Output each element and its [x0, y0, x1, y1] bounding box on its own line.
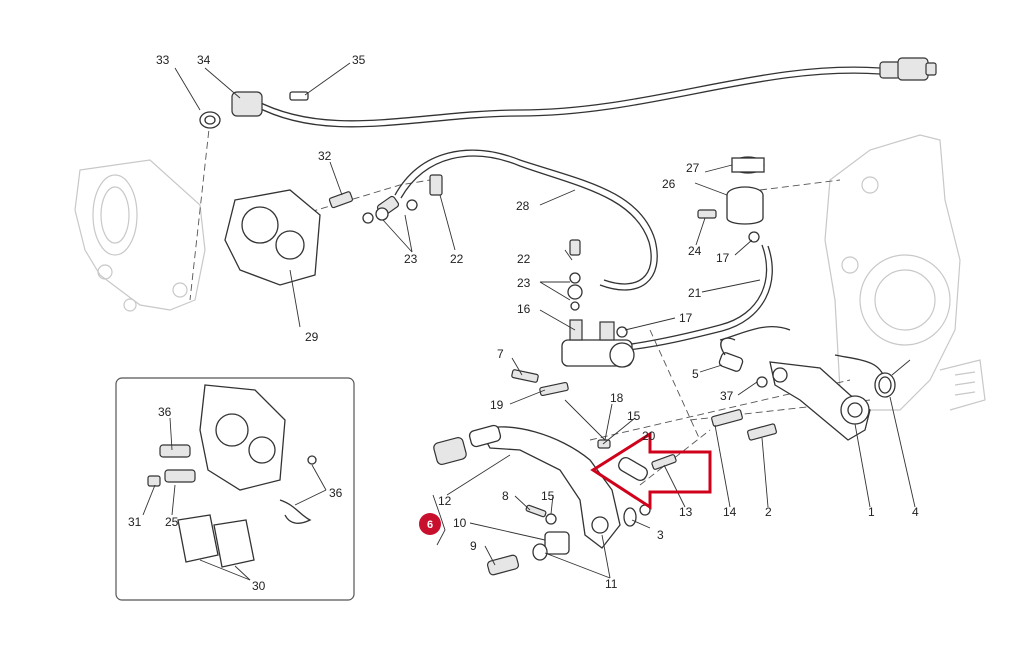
callout-36b: 36 — [329, 486, 343, 500]
callouts: 33 34 35 32 28 23 22 29 22 23 16 17 7 19… — [128, 53, 919, 593]
callout-34: 34 — [197, 53, 211, 67]
callout-23b: 23 — [517, 276, 531, 290]
callout-24: 24 — [688, 244, 702, 258]
pushrod — [618, 454, 677, 482]
callout-17b: 17 — [716, 251, 730, 265]
highlight-arrow — [590, 431, 712, 510]
callout-16: 16 — [517, 302, 531, 316]
callout-10: 10 — [453, 516, 467, 530]
callout-27: 27 — [686, 161, 700, 175]
item-badge[interactable]: 6 — [419, 513, 441, 535]
callout-36a: 36 — [158, 405, 172, 419]
caliper-inset — [115, 377, 355, 601]
callout-22a: 22 — [450, 252, 464, 266]
pedal-fasteners — [486, 399, 611, 576]
callout-14: 14 — [723, 505, 737, 519]
callout-29: 29 — [305, 330, 319, 344]
callout-7: 7 — [497, 347, 504, 361]
callout-5: 5 — [692, 367, 699, 381]
badge-label: 6 — [427, 519, 433, 531]
callout-32: 32 — [318, 149, 332, 163]
callout-2: 2 — [765, 505, 772, 519]
reservoir-hose — [624, 244, 791, 351]
callout-35: 35 — [352, 53, 366, 67]
callout-30: 30 — [252, 579, 266, 593]
ghost-bracket — [74, 159, 206, 312]
master-cylinder — [561, 239, 635, 368]
callout-25: 25 — [165, 515, 179, 529]
callout-13: 13 — [679, 505, 693, 519]
callout-33: 33 — [156, 53, 170, 67]
callout-22b: 22 — [517, 252, 531, 266]
callout-9: 9 — [470, 539, 477, 553]
callout-15a: 15 — [627, 409, 641, 423]
ghost-engine — [824, 134, 986, 411]
callout-28: 28 — [516, 199, 530, 213]
callout-4: 4 — [912, 505, 919, 519]
callout-19: 19 — [490, 398, 504, 412]
callout-17a: 17 — [679, 311, 693, 325]
callout-18: 18 — [610, 391, 624, 405]
bolts-left — [511, 369, 569, 397]
callout-12: 12 — [438, 494, 452, 508]
brake-pedal — [433, 424, 651, 549]
callout-3: 3 — [657, 528, 664, 542]
callout-1: 1 — [868, 505, 875, 519]
callout-15b: 15 — [541, 489, 555, 503]
switch-and-bolts — [711, 337, 777, 441]
footrest-bracket — [769, 354, 886, 441]
rear-caliper — [224, 174, 443, 286]
rear-brake-hose — [376, 149, 658, 291]
upper-brake-hose — [254, 57, 937, 128]
callout-20: 20 — [642, 429, 656, 443]
fluid-reservoir — [697, 156, 765, 243]
callout-37: 37 — [720, 389, 734, 403]
leader-lines — [142, 62, 916, 581]
callout-21: 21 — [688, 286, 702, 300]
callout-31: 31 — [128, 515, 142, 529]
callout-8: 8 — [502, 489, 509, 503]
callout-11: 11 — [605, 577, 618, 591]
speed-sensor — [199, 91, 309, 129]
callout-26: 26 — [662, 177, 676, 191]
callout-23a: 23 — [404, 252, 418, 266]
return-spring — [874, 359, 911, 398]
